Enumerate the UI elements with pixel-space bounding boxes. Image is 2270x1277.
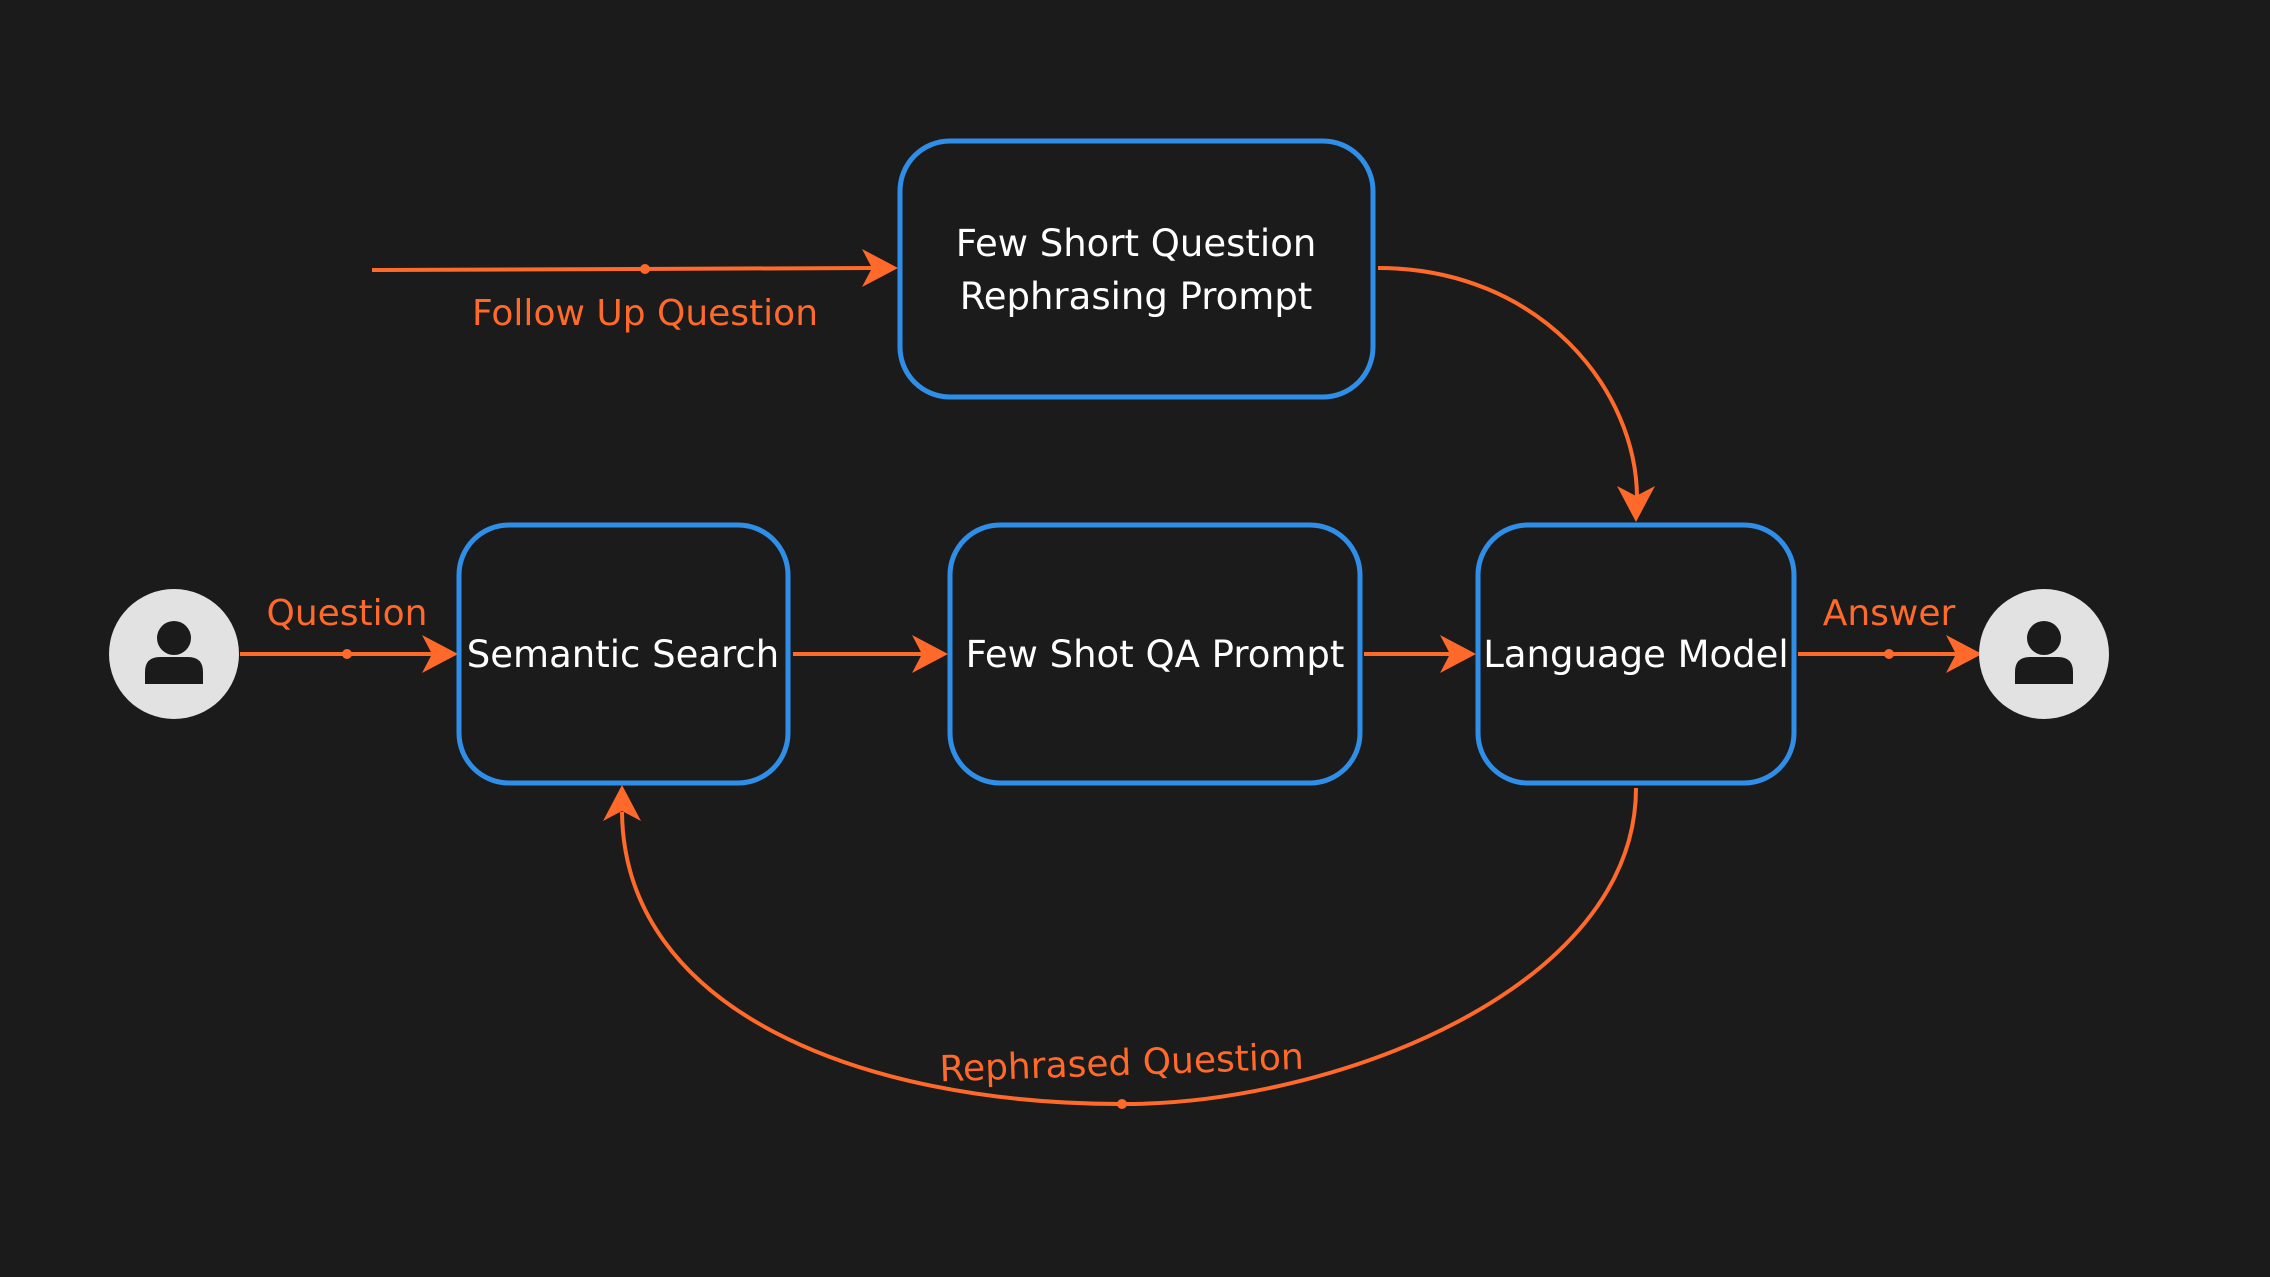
node-rephrasing-prompt: Few Short Question Rephrasing Prompt [897, 138, 1376, 400]
node-semantic-search-label: Semantic Search [467, 633, 779, 676]
edge-label-rephrased: Rephrased Question [939, 1037, 1305, 1091]
edge-prompt-to-model [1364, 635, 1476, 673]
node-semantic-search: Semantic Search [456, 522, 791, 786]
node-qa-prompt-label: Few Shot QA Prompt [966, 633, 1345, 676]
node-rephrasing-prompt-line1: Few Short Question [956, 222, 1317, 265]
edge-search-to-prompt [793, 635, 948, 673]
node-qa-prompt: Few Shot QA Prompt [947, 522, 1363, 786]
edge-rephrased-loop: Rephrased Question [603, 785, 1638, 1109]
user-icon [109, 589, 239, 719]
edge-label-answer: Answer [1823, 593, 1956, 634]
edge-follow-up: Follow Up Question [371, 249, 898, 334]
edge-answer: Answer [1798, 593, 1982, 673]
edge-label-question: Question [266, 593, 427, 634]
edge-question: Question [240, 593, 458, 673]
user-icon [1979, 589, 2109, 719]
node-language-model: Language Model [1475, 522, 1797, 786]
node-language-model-label: Language Model [1483, 633, 1788, 676]
node-rephrasing-prompt-line2: Rephrasing Prompt [960, 275, 1313, 318]
edge-rephrase-to-model [1377, 266, 1655, 522]
edge-label-follow-up: Follow Up Question [472, 293, 818, 334]
